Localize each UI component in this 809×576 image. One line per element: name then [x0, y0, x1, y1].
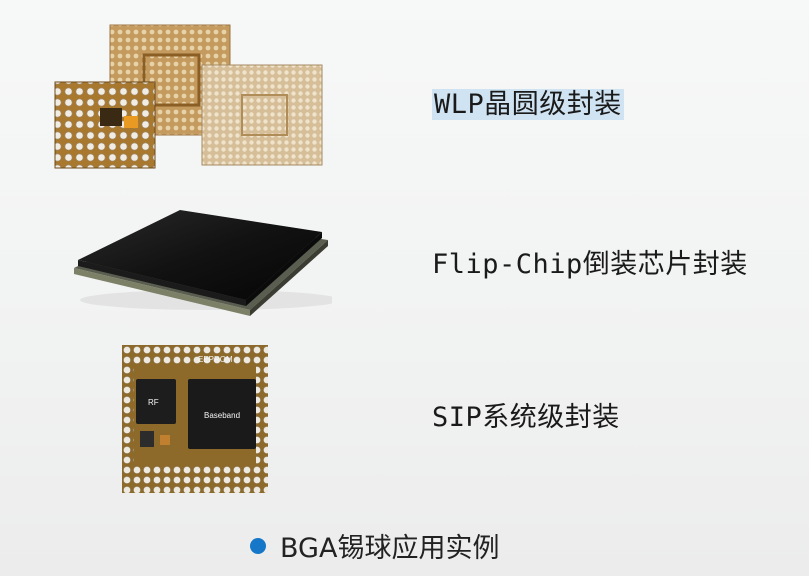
bullet-icon	[250, 537, 266, 554]
sip-package-image: EEPROM RF Baseband	[122, 345, 268, 493]
wlp-package-image	[54, 24, 323, 169]
eeprom-text: EEPROM	[198, 355, 233, 364]
sip-label: SIP系统级封装	[432, 402, 620, 433]
caption-text: BGA锡球应用实例	[280, 533, 500, 564]
wlp-label: WLP晶圆级封装	[432, 89, 624, 120]
caption: BGA锡球应用实例	[250, 526, 499, 565]
flip-chip-image	[74, 210, 332, 316]
baseband-text: Baseband	[204, 411, 240, 420]
rf-text: RF	[148, 398, 159, 407]
flip-chip-label: Flip-Chip倒装芯片封装	[432, 249, 748, 280]
